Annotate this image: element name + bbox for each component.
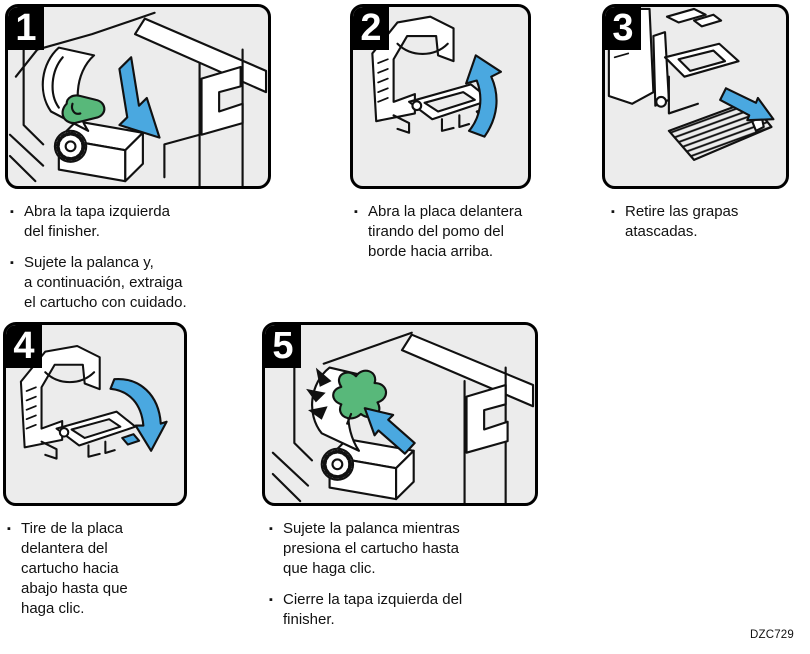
step-number-badge: 4 [6, 325, 42, 368]
bullet-marker-icon: ▪ [7, 523, 11, 535]
bullet-marker-icon: ▪ [611, 206, 615, 218]
green-knob-stem-line [346, 412, 353, 425]
step-number: 1 [15, 7, 37, 49]
step-number-badge: 5 [265, 325, 301, 368]
instruction-bullet: ▪ Retire las grapas atascadas. [611, 202, 791, 242]
step-3-instructions: ▪ Retire las grapas atascadas. [611, 202, 791, 242]
figure-code: DZC729 [749, 629, 794, 641]
instruction-bullet: ▪ Tire de la placa delantera del cartuch… [7, 519, 217, 619]
curved-arrow-down-icon [109, 378, 168, 452]
instruction-bullet: ▪ Abra la placa delantera tirando del po… [354, 202, 579, 262]
instruction-text: Tire de la placa delantera del cartucho … [21, 520, 128, 617]
green-lever-icon [61, 94, 106, 125]
instruction-text: Retire las grapas atascadas. [625, 203, 739, 240]
step-4-illustration [19, 344, 168, 460]
step-number-badge: 2 [353, 7, 389, 50]
step-2-instructions: ▪ Abra la placa delantera tirando del po… [354, 202, 579, 262]
instruction-text: Abra la tapa izquierda del finisher. [24, 203, 170, 240]
instruction-bullet: ▪ Cierre la tapa izquierda del finisher. [269, 590, 544, 630]
step-3-panel: 3 [602, 4, 789, 189]
blue-arrow-icon [118, 56, 161, 139]
step-1-illustration [8, 11, 268, 186]
green-knob-icon [332, 369, 388, 420]
step-1-instructions: ▪ Abra la tapa izquierda del finisher. ▪… [10, 202, 260, 313]
blue-arrow-icon [719, 87, 775, 122]
blue-arrow-icon [363, 407, 416, 455]
step-4-instructions: ▪ Tire de la placa delantera del cartuch… [7, 519, 217, 619]
inner-shade-line [51, 56, 64, 109]
step-2-panel: 2 [350, 4, 531, 189]
step-2-illustration [371, 15, 502, 138]
step-number: 5 [272, 325, 294, 367]
curved-arrow-up-icon [465, 54, 502, 138]
step-4-panel: 4 [3, 322, 187, 506]
instruction-text: Sujete la palanca y, a continuación, ext… [24, 254, 187, 311]
step-1-panel: 1 [5, 4, 271, 189]
machine-line-art [271, 331, 535, 503]
bullet-marker-icon: ▪ [10, 206, 14, 218]
click-marks-icon [306, 367, 332, 420]
step-number-badge: 3 [605, 7, 641, 50]
step-number: 4 [13, 325, 35, 367]
jammed-staples-sheet [667, 99, 773, 161]
step-5-instructions: ▪ Sujete la palanca mientras presiona el… [269, 519, 544, 630]
knob-icon [53, 129, 88, 163]
machine-line-art [8, 11, 268, 186]
instruction-bullet: ▪ Sujete la palanca mientras presiona el… [269, 519, 544, 579]
instruction-text: Cierre la tapa izquierda del finisher. [283, 591, 463, 628]
instruction-bullet: ▪ Sujete la palanca y, a continuación, e… [10, 253, 260, 313]
step-number-badge: 1 [8, 7, 44, 50]
bullet-marker-icon: ▪ [354, 206, 358, 218]
step-number: 3 [612, 7, 634, 49]
step-number: 2 [360, 7, 382, 49]
bullet-marker-icon: ▪ [269, 523, 273, 535]
bullet-marker-icon: ▪ [269, 594, 273, 606]
step-5-illustration [271, 331, 535, 503]
instruction-bullet: ▪ Abra la tapa izquierda del finisher. [10, 202, 260, 242]
instruction-text: Sujete la palanca mientras presiona el c… [283, 520, 460, 577]
instruction-text: Abra la placa delantera tirando del pomo… [368, 203, 523, 260]
bullet-marker-icon: ▪ [10, 257, 14, 269]
green-lever-curl-line [70, 102, 82, 115]
knob-icon [320, 447, 355, 481]
step-5-panel: 5 [262, 322, 538, 506]
